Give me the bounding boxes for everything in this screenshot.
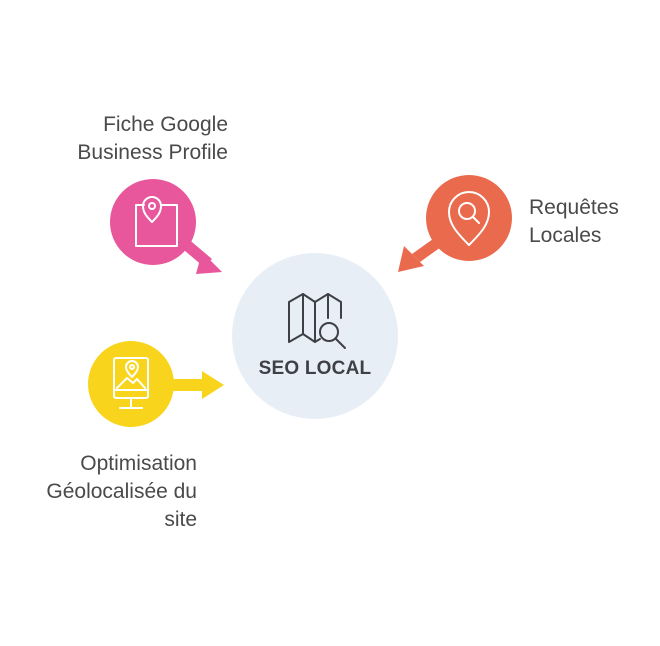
center-title: SEO LOCAL	[258, 358, 372, 379]
label-fiche-google: Fiche Google Business Profile	[40, 111, 228, 167]
label-line: Optimisation	[80, 452, 197, 475]
label-line: Locales	[529, 224, 602, 247]
label-line: Business Profile	[77, 141, 228, 164]
location-search-icon	[448, 191, 490, 246]
map-search-icon	[288, 293, 346, 349]
label-line: Fiche Google	[103, 113, 228, 136]
screen-map-icon	[113, 357, 149, 409]
label-optimisation: Optimisation Géolocalisée du site	[20, 450, 197, 534]
label-line: Géolocalisée du	[46, 480, 197, 503]
arrow-optimisation	[166, 371, 224, 399]
circle-optimisation	[88, 341, 174, 427]
label-line: site	[164, 508, 197, 531]
label-requetes-locales: Requêtes Locales	[529, 194, 649, 250]
map-pin-icon	[135, 196, 178, 247]
label-line: Requêtes	[529, 196, 619, 219]
